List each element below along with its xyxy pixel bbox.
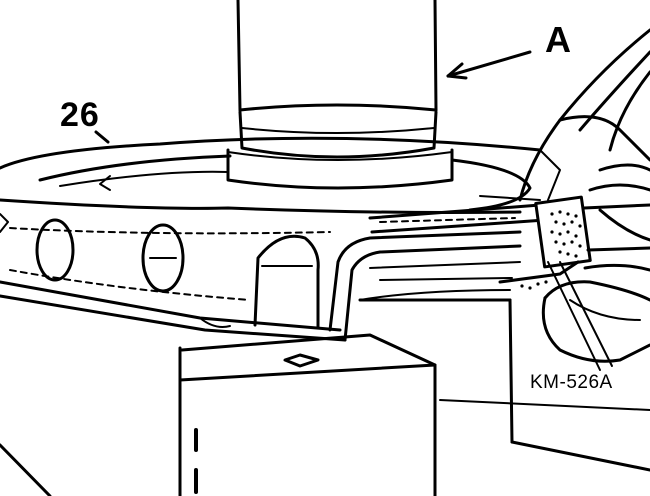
part-number-callout: 26 bbox=[60, 96, 100, 134]
support-block-left bbox=[0, 333, 437, 496]
support-block-right bbox=[358, 298, 650, 472]
arrowhead-a bbox=[446, 62, 468, 80]
pointer-letter-callout: A bbox=[545, 19, 571, 60]
housing-edge-detail bbox=[9, 217, 516, 301]
hand bbox=[518, 28, 650, 363]
leader-lines bbox=[94, 50, 532, 144]
tool-grip-stipple bbox=[520, 210, 582, 290]
housing-openings bbox=[0, 213, 320, 330]
leader-a bbox=[446, 50, 532, 78]
tool-code-label: KM-526A bbox=[530, 372, 613, 393]
leader-26 bbox=[94, 130, 110, 144]
press-ram bbox=[226, 0, 454, 190]
